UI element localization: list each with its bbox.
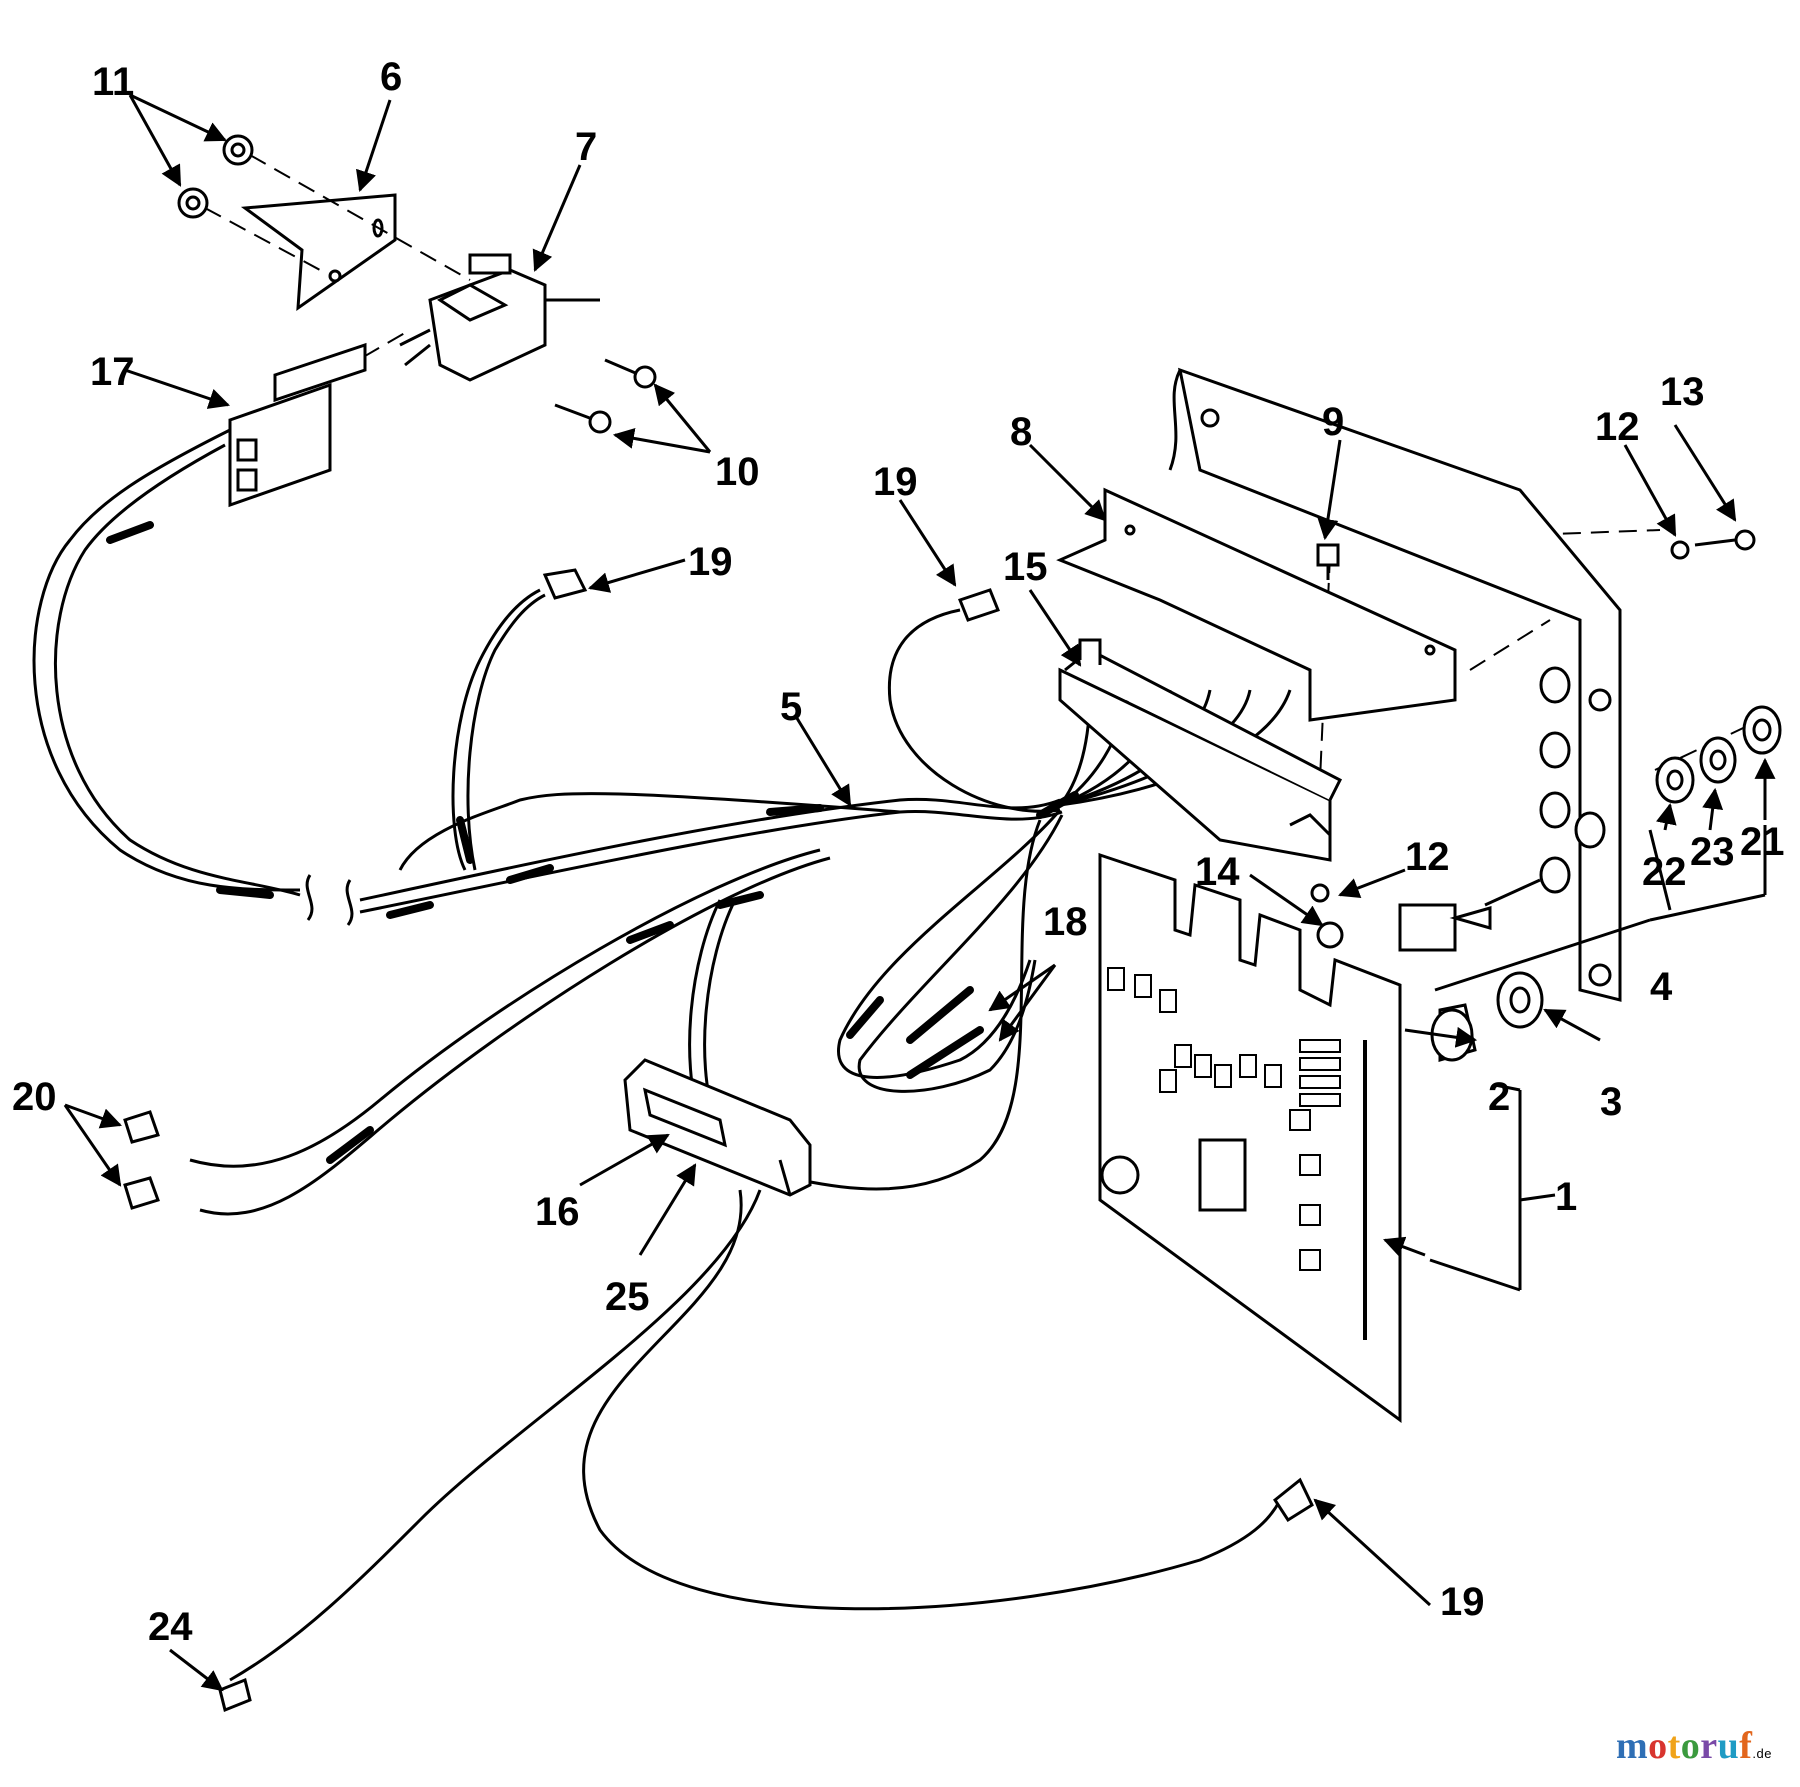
connectors-20 [123,1110,160,1210]
part-10-screws [554,358,657,434]
watermark-letter: o [1648,1725,1668,1767]
callout-9: 9 [1322,400,1344,444]
part-11-nuts [177,134,254,219]
callout-3: 3 [1600,1080,1622,1124]
callout-12-lower: 12 [1405,835,1450,879]
part-8-panel [1056,367,1622,1002]
part-12-washer-top [1670,540,1690,560]
part-17-connector [228,342,367,508]
callout-18: 18 [1043,900,1088,944]
callout-11: 11 [92,60,134,104]
callout-7: 7 [575,125,597,169]
callout-19-lower: 19 [1440,1580,1485,1624]
callout-2: 2 [1488,1075,1510,1119]
wire-break [305,874,354,926]
callout-17: 17 [90,350,135,394]
callout-20: 20 [12,1075,57,1119]
callout-13: 13 [1660,370,1705,414]
part-1-circuit-board [1098,852,1402,1423]
callout-5: 5 [780,685,802,729]
callout-15: 15 [1003,545,1048,589]
callout-12-top: 12 [1595,405,1640,449]
watermark-suffix: .de [1752,1746,1772,1761]
part-2-knob [1430,1003,1477,1062]
part-14-nut [1316,921,1344,949]
part-13-screw [1694,529,1756,551]
leader-arrows [63,93,1776,1692]
part-4-toggle-switch [1398,878,1541,952]
wire-sleeves [106,521,1079,1164]
connector-19-upper-left [542,568,588,600]
part-15-terminal-block [1058,638,1343,862]
watermark-logo: motoruf.de [1616,1724,1772,1768]
part-3-spacer [1496,971,1544,1029]
callout-4: 4 [1650,965,1673,1009]
callout-14: 14 [1195,850,1240,894]
callout-19-mid: 19 [873,460,918,504]
callout-25: 25 [605,1275,650,1319]
part-22-washer [1655,756,1695,804]
watermark-letter: f [1739,1725,1753,1767]
callout-21: 21 [1740,820,1785,864]
part-7-switch [399,253,600,382]
connector-19-lower [1273,1477,1314,1523]
assembly-lines [204,154,1761,781]
callout-8: 8 [1010,410,1032,454]
part-12-washer-lower [1310,883,1330,903]
part-16-strain-relief [623,1058,812,1197]
callout-10: 10 [715,450,760,494]
callout-1: 1 [1555,1175,1577,1219]
part-23-lockwasher [1699,736,1737,784]
watermark-letter: u [1717,1725,1740,1767]
callout-22: 22 [1642,850,1687,894]
part-21-nut [1742,705,1782,755]
watermark-letter: t [1667,1725,1681,1767]
callout-19-upper-left: 19 [688,540,733,584]
watermark-letter: m [1615,1725,1649,1767]
callout-23: 23 [1690,830,1735,874]
callout-labels: 11 6 7 17 10 8 9 12 13 19 19 15 5 14 12 … [12,55,1785,1649]
callout-16: 16 [535,1190,580,1234]
part-6-bracket [240,193,397,312]
callout-24: 24 [148,1605,193,1649]
part-9-screw [1316,543,1340,580]
watermark-letter: o [1680,1725,1701,1767]
callout-6: 6 [380,55,402,99]
connector-19-upper-right [958,588,1000,622]
watermark-letter: r [1700,1725,1718,1767]
connector-24 [218,1677,252,1713]
